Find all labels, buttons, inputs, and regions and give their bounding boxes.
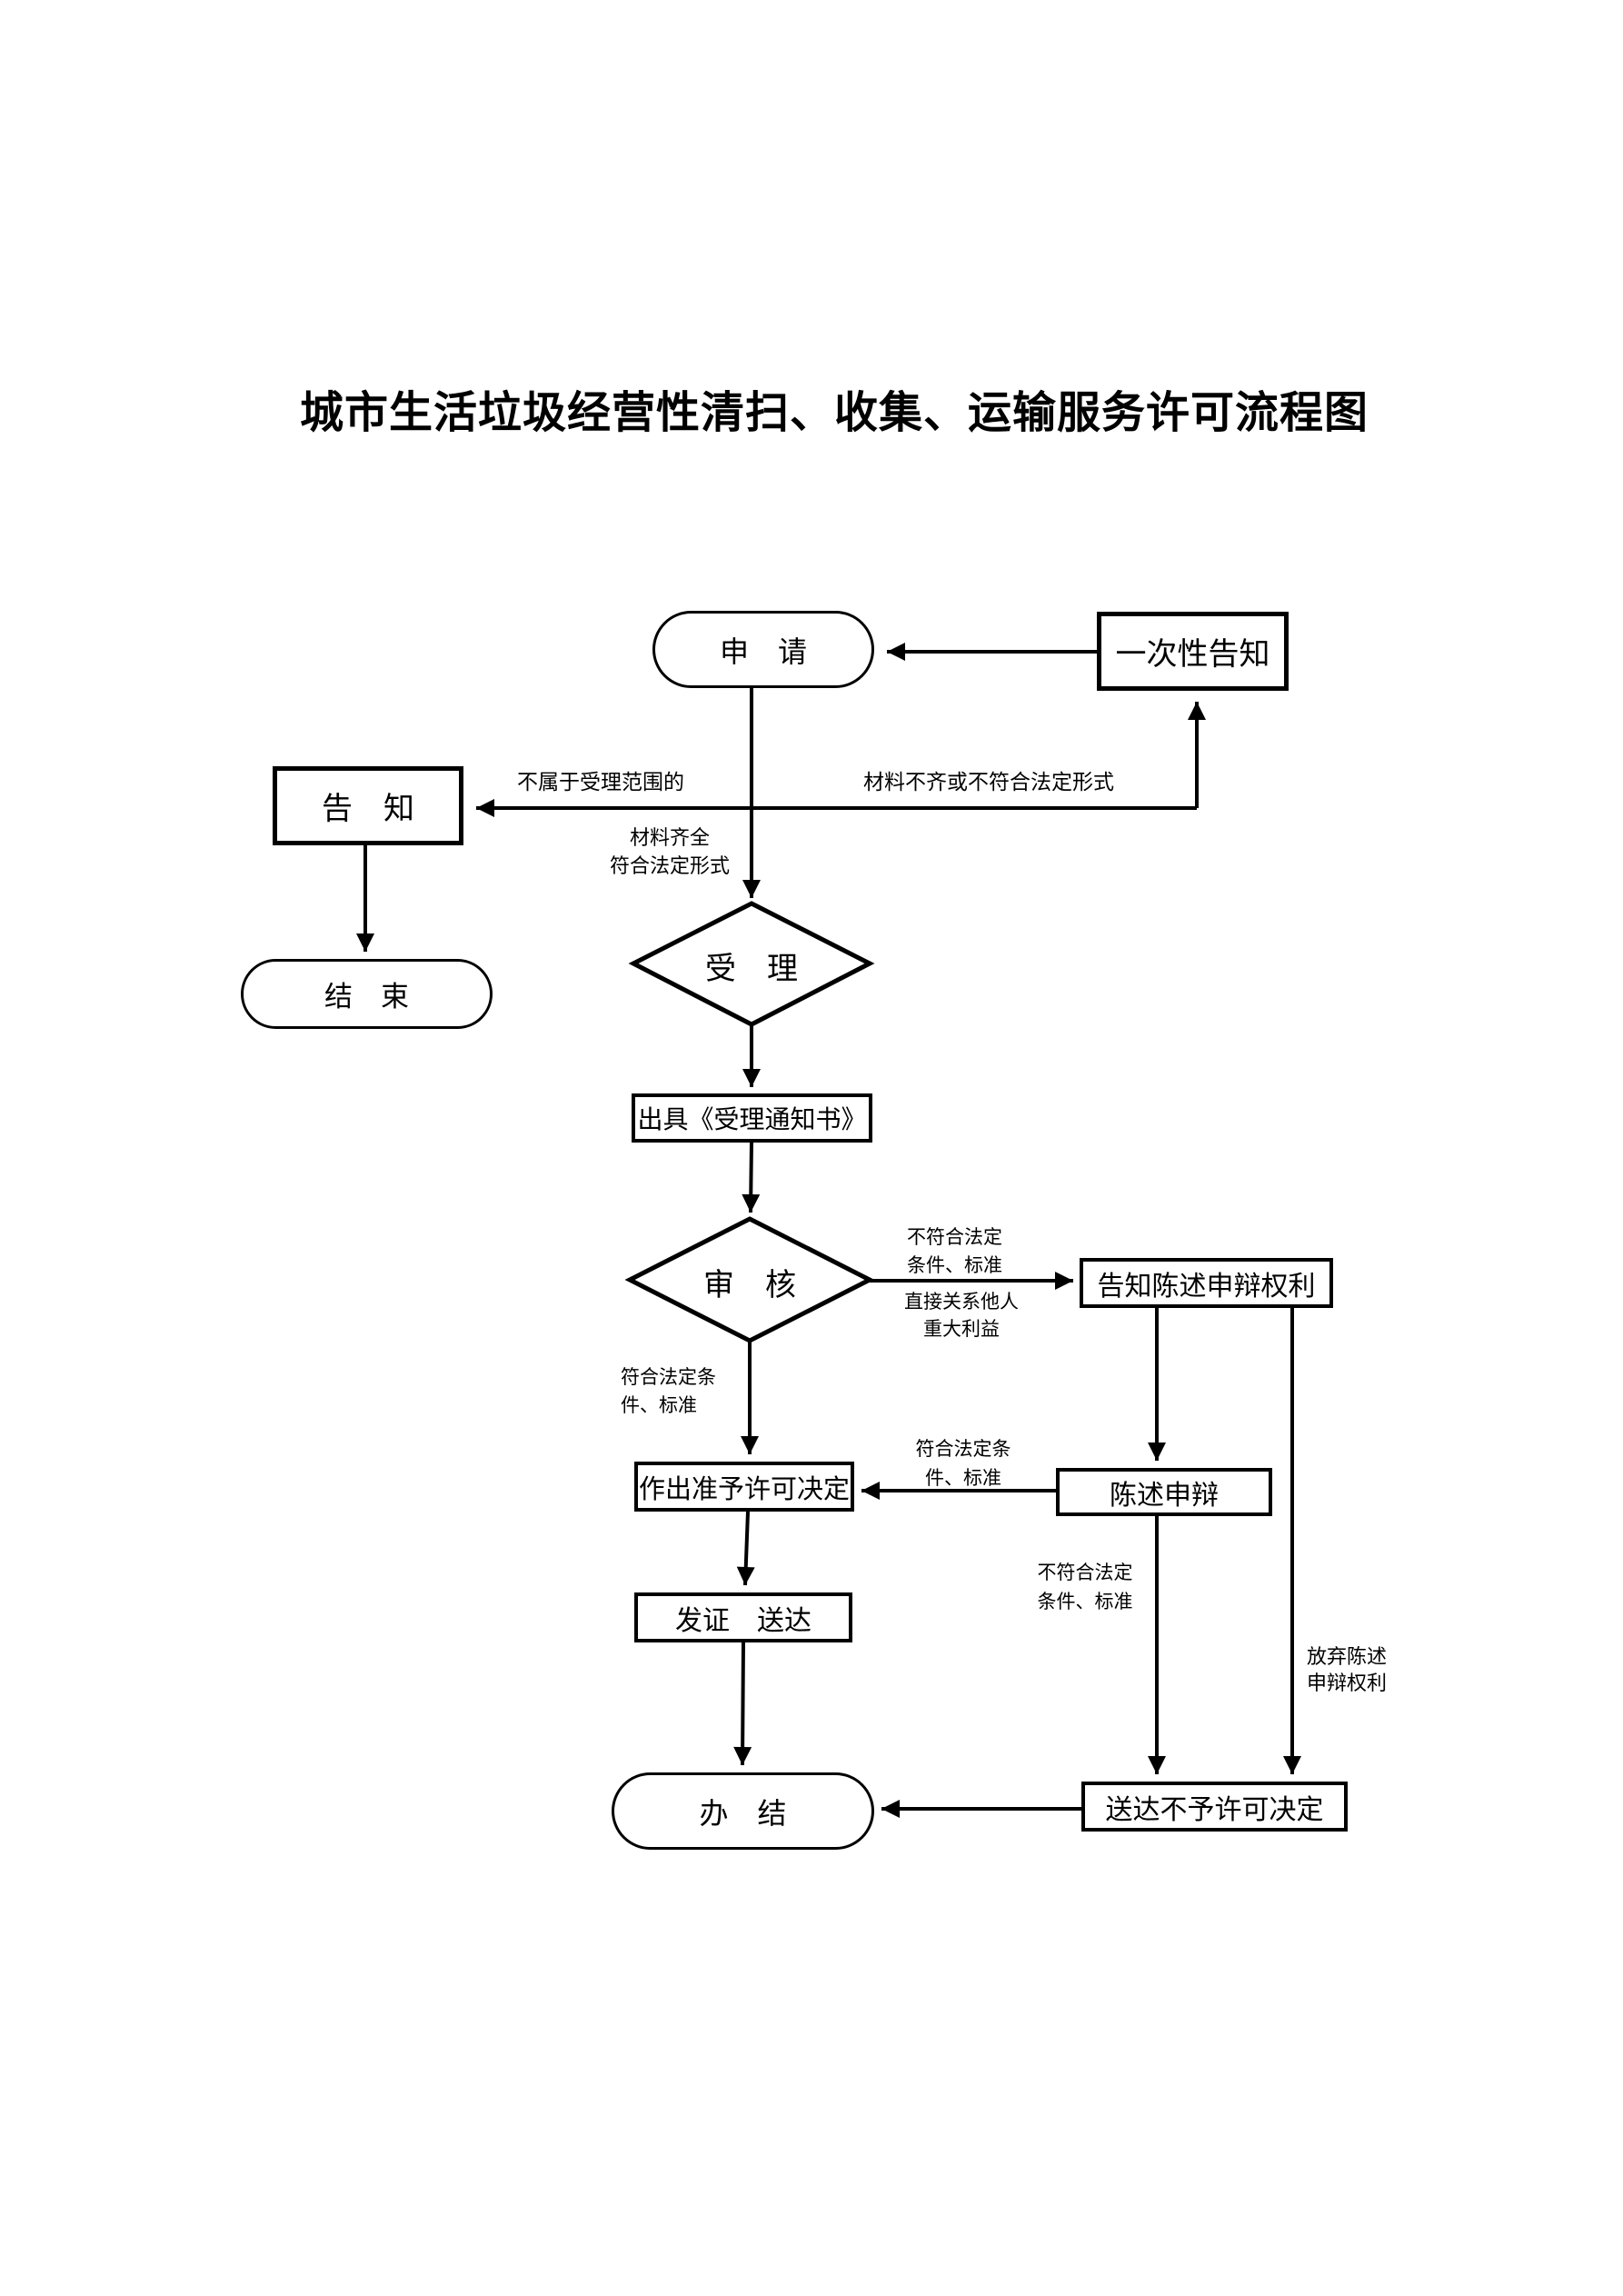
label-meet-conditions-after-review: 符合法定条 件、标准 bbox=[621, 1366, 716, 1416]
node-grant-decision: 作出准予许可决定 bbox=[634, 1462, 854, 1512]
node-apply: 申 请 bbox=[652, 611, 874, 688]
label-not-in-scope: 不属于受理范围的 bbox=[517, 771, 684, 794]
node-deliver-denial: 送达不予许可决定 bbox=[1081, 1782, 1348, 1832]
node-inform-statement-rights: 告知陈述申辩权利 bbox=[1080, 1258, 1333, 1308]
label-materials-incomplete: 材料不齐或不符合法定形式 bbox=[863, 771, 1114, 794]
node-notify: 告 知 bbox=[273, 766, 463, 845]
label-waive-rights: 放弃陈述 申辩权利 bbox=[1306, 1645, 1387, 1694]
edge-issue-deliver-to-complete bbox=[733, 1642, 752, 1766]
node-issue-deliver: 发证 送达 bbox=[634, 1592, 852, 1642]
label-meet-conditions-after-statement: 符合法定条 件、标准 bbox=[915, 1438, 1011, 1489]
accept-diamond-shape bbox=[628, 901, 875, 1027]
review-diamond-shape bbox=[624, 1216, 875, 1343]
node-complete: 办 结 bbox=[612, 1772, 874, 1850]
edge-grant-decision-to-issue-deliver bbox=[736, 1511, 755, 1586]
node-statement-defense: 陈述申辩 bbox=[1056, 1468, 1272, 1516]
node-review-label: 审 核 bbox=[703, 1269, 796, 1303]
node-one-time-notice: 一次性告知 bbox=[1097, 612, 1289, 691]
edge-issue-notice-to-review bbox=[742, 1142, 761, 1213]
label-materials-complete: 材料齐全 符合法定形式 bbox=[609, 826, 730, 877]
label-concerns-others: 直接关系他人 重大利益 bbox=[904, 1291, 1019, 1340]
label-review-fail: 不符合法定 条件、标准 bbox=[907, 1226, 1002, 1276]
page-title: 城市生活垃圾经营性清扫、收集、运输服务许可流程图 bbox=[299, 389, 1369, 437]
node-end: 结 束 bbox=[241, 959, 493, 1029]
label-fail-conditions-after-statement: 不符合法定 条件、标准 bbox=[1037, 1562, 1133, 1612]
node-issue-acceptance-notice: 出具《受理通知书》 bbox=[632, 1093, 872, 1143]
node-accept-label: 受 理 bbox=[705, 953, 798, 986]
